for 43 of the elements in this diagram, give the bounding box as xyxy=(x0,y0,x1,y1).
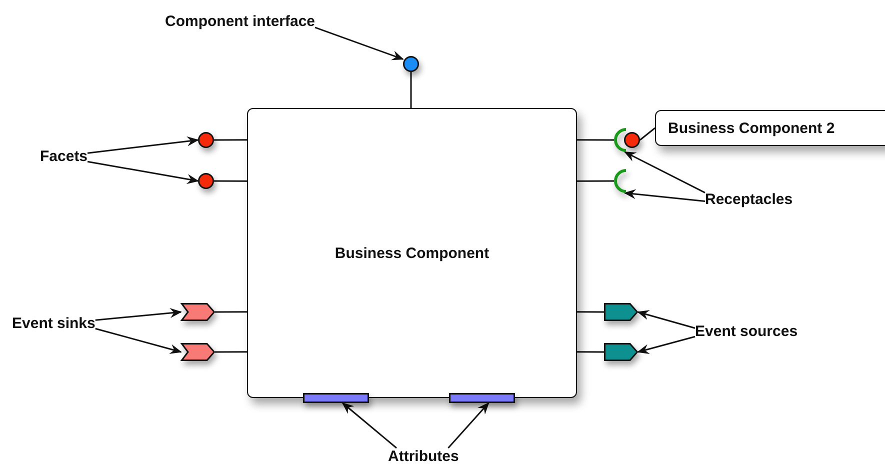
callout-label: Event sinks xyxy=(12,315,96,332)
event-sink-port xyxy=(181,303,215,321)
event-source-port xyxy=(604,303,638,321)
interface-circle xyxy=(403,56,419,72)
component-title: Business Component 2 xyxy=(668,120,835,136)
connector-line xyxy=(214,180,247,182)
event-sink-port xyxy=(181,343,215,361)
leader-arrow xyxy=(87,136,199,154)
leader-arrow xyxy=(637,336,696,354)
component-box xyxy=(655,110,885,146)
connector-line xyxy=(577,351,604,353)
connector-line xyxy=(577,139,614,141)
facet-circle xyxy=(624,132,640,148)
connector-line xyxy=(577,311,604,313)
leader-arrow xyxy=(637,310,696,329)
leader-arrow xyxy=(448,402,490,448)
facet-circle xyxy=(198,132,214,148)
event-source-port xyxy=(604,343,638,361)
attribute-bar xyxy=(303,393,369,403)
leader-arrow xyxy=(342,402,397,449)
connector-line xyxy=(215,311,247,313)
connector-line xyxy=(214,139,247,141)
connector-line xyxy=(640,127,656,141)
callout-label: Attributes xyxy=(388,448,459,465)
attribute-bar xyxy=(449,393,515,403)
leader-arrow xyxy=(87,160,199,184)
callout-label: Event sources xyxy=(695,323,798,340)
connector-line xyxy=(577,180,614,182)
component-box xyxy=(247,108,577,398)
receptacle-arc xyxy=(614,169,626,193)
callout-label: Component interface xyxy=(165,13,316,30)
callout-label: Facets xyxy=(40,148,88,165)
connector-line xyxy=(215,351,247,353)
leader-arrow xyxy=(314,26,404,60)
leader-arrow xyxy=(624,151,706,194)
leader-arrow xyxy=(624,189,706,202)
receptacle-arc xyxy=(614,128,626,152)
leader-arrow xyxy=(95,328,182,354)
connector-line xyxy=(410,72,412,108)
leader-arrow xyxy=(95,308,182,321)
component-title: Business Component xyxy=(334,244,490,262)
facet-circle xyxy=(198,173,214,189)
callout-label: Receptacles xyxy=(705,191,793,208)
